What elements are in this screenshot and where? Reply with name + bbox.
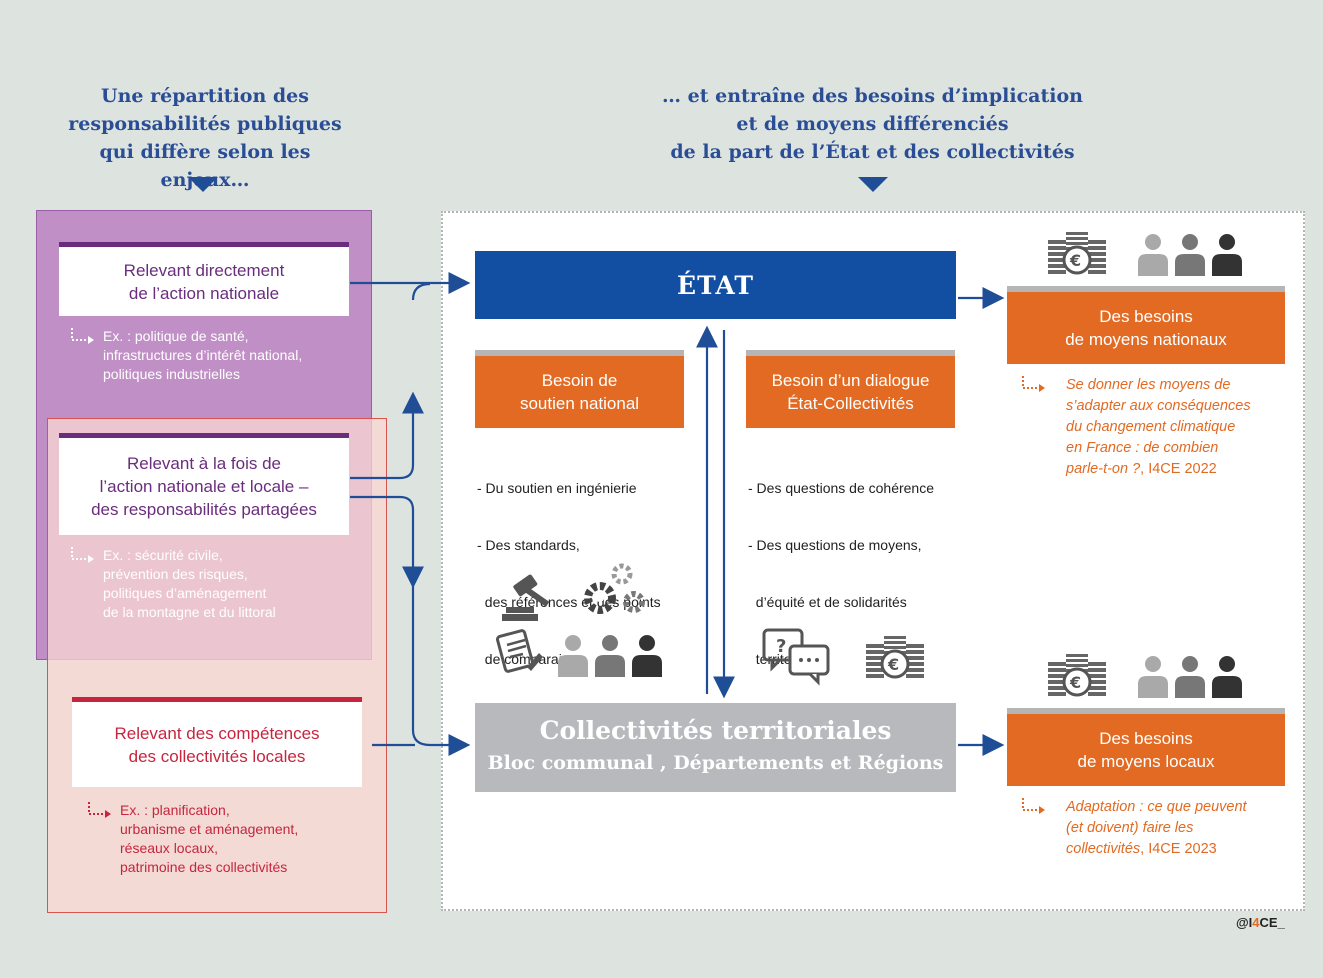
soutien-item: - Des standards, — [477, 537, 580, 553]
dotted-arrow-icon — [71, 547, 94, 563]
dialogue-item: d’équité et de solidarités — [748, 594, 907, 610]
credit: @I4CE_ — [1236, 915, 1285, 930]
card-shared-line: Relevant à la fois de — [126, 454, 282, 473]
ref-line: (et doivent) faire les — [1066, 820, 1194, 836]
collectivites-subtitle: Bloc communal , Départements et Régions — [487, 752, 944, 774]
card-national: Relevant directement de l’action nationa… — [59, 242, 349, 316]
ref-nationaux: Se donner les moyens de s’adapter aux co… — [1022, 375, 1296, 480]
example-national: Ex. : politique de santé, infrastructure… — [71, 327, 373, 384]
card-shared-line: des responsabilités partagées — [91, 500, 317, 519]
arrow-shared-to-etat — [411, 282, 431, 301]
people-icon — [1138, 234, 1242, 276]
right-heading: … et entraîne des besoins d’implication … — [560, 82, 1185, 166]
soutien-line: soutien national — [519, 394, 640, 413]
soutien-item: - Du soutien en ingénierie — [477, 480, 637, 496]
ref-line: Se donner les moyens de — [1066, 377, 1231, 393]
example-shared: Ex. : sécurité civile, prévention des ri… — [71, 546, 353, 622]
dotted-arrow-icon — [71, 328, 94, 344]
svg-text:?: ? — [776, 636, 786, 657]
collectivites-box: Collectivités territoriales Bloc communa… — [475, 703, 956, 792]
example-line: de la montagne et du littoral — [103, 604, 276, 620]
moyens-locaux-line: Des besoins — [1099, 729, 1193, 748]
example-local: Ex. : planification, urbanisme et aménag… — [88, 801, 370, 877]
left-heading-line: Une répartition des — [101, 85, 309, 107]
euro-coins-icon: € — [866, 636, 924, 679]
moyens-nationaux-line: de moyens nationaux — [1065, 330, 1227, 349]
moyens-nationaux-box: Des besoins de moyens nationaux — [1007, 286, 1285, 364]
card-local-line: des collectivités locales — [128, 746, 306, 766]
example-line: patrimoine des collectivités — [120, 859, 288, 875]
credit-prefix: @I — [1236, 915, 1253, 930]
right-heading-line: … et entraîne des besoins d’implication — [662, 85, 1083, 107]
card-shared-line: l’action nationale et locale – — [99, 477, 309, 496]
svg-text:€: € — [1069, 673, 1081, 692]
card-national-line: de l’action nationale — [128, 283, 280, 303]
soutien-line: Besoin de — [541, 371, 618, 390]
moyens-nationaux-line: Des besoins — [1099, 307, 1193, 326]
gavel-icon — [502, 574, 550, 621]
ref-locaux: Adaptation : ce que peuvent (et doivent)… — [1022, 797, 1296, 860]
card-local: Relevant des compétences des collectivit… — [72, 697, 362, 787]
example-line: réseaux locaux, — [120, 840, 219, 856]
dialogue-box: Besoin d’un dialogue État-Collectivités — [746, 350, 955, 428]
people-icon — [1138, 656, 1242, 698]
ref-title-end: collectivités — [1066, 841, 1141, 857]
dialogue-item: - Des questions de cohérence — [748, 480, 934, 496]
svg-text:€: € — [887, 655, 899, 674]
right-heading-line: de la part de l’État et des collectivité… — [670, 141, 1075, 163]
etat-label: ÉTAT — [677, 270, 754, 300]
ref-line: en France : de combien — [1066, 440, 1219, 456]
dotted-arrow-icon — [1022, 798, 1045, 814]
euro-coins-icon: € — [1048, 232, 1106, 275]
ref-line: Adaptation : ce que peuvent — [1066, 799, 1247, 815]
gears-icon — [584, 563, 645, 614]
dialogue-line: Besoin d’un dialogue — [771, 371, 930, 390]
dotted-arrow-icon — [88, 802, 111, 818]
right-heading-arrow — [858, 177, 888, 192]
example-line: politiques d’aménagement — [103, 585, 267, 601]
example-line: politiques industrielles — [103, 366, 240, 382]
ref-line: du changement climatique — [1066, 419, 1236, 435]
credit-accent: 4 — [1252, 915, 1260, 930]
example-line: Ex. : planification, — [120, 802, 230, 818]
euro-coins-icon: € — [1048, 654, 1106, 697]
example-line: Ex. : sécurité civile, — [103, 547, 223, 563]
card-national-line: Relevant directement — [123, 260, 285, 280]
example-line: urbanisme et aménagement, — [120, 821, 299, 837]
moyens-locaux-box: Des besoins de moyens locaux — [1007, 708, 1285, 786]
document-pen-icon — [495, 629, 543, 673]
left-heading-arrow — [188, 177, 218, 192]
dialogue-item: - Des questions de moyens, — [748, 537, 922, 553]
etat-box: ÉTAT — [475, 251, 956, 319]
example-line: prévention des risques, — [103, 566, 248, 582]
ref-line: s’adapter aux conséquences — [1066, 398, 1251, 414]
dotted-arrow-icon — [1022, 376, 1045, 392]
dialogue-bubbles-icon: ? — [762, 628, 830, 686]
right-heading-line: et de moyens différenciés — [736, 113, 1009, 135]
collectivites-title: Collectivités territoriales — [539, 716, 892, 745]
dialogue-line: État-Collectivités — [787, 394, 914, 413]
left-heading-line: responsabilités publiques — [68, 113, 342, 135]
soutien-box: Besoin de soutien national — [475, 350, 684, 428]
ref-source: , I4CE 2022 — [1140, 461, 1217, 477]
card-shared: Relevant à la fois de l’action nationale… — [59, 433, 349, 535]
example-line: Ex. : politique de santé, — [103, 328, 249, 344]
card-local-line: Relevant des compétences — [114, 723, 320, 743]
ref-title-end: parle-t-on ? — [1066, 461, 1141, 477]
moyens-locaux-line: de moyens locaux — [1077, 752, 1215, 771]
ref-source: , I4CE 2023 — [1140, 841, 1217, 857]
example-line: infrastructures d’intérêt national, — [103, 347, 303, 363]
credit-suffix: CE_ — [1259, 915, 1285, 930]
people-icon — [558, 635, 662, 677]
svg-text:€: € — [1069, 251, 1081, 270]
